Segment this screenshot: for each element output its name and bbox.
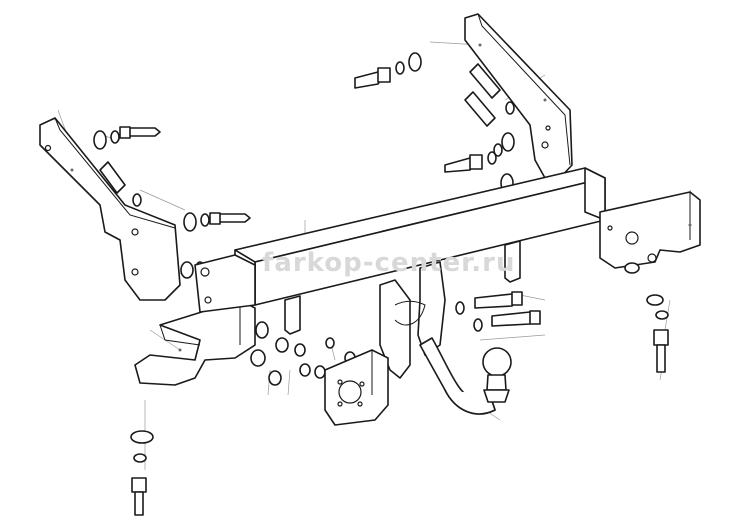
watermark-text: farkop-center.ru [262, 248, 515, 278]
left-side-bracket [39, 117, 181, 301]
right-bracket-fasteners [354, 52, 515, 193]
left-mount-plate [134, 299, 256, 386]
right-side-bracket [464, 13, 573, 179]
socket-plate [324, 349, 389, 426]
left-vertical-bolt-stack [130, 430, 154, 516]
center-fasteners [455, 291, 541, 332]
right-mount-plate [599, 191, 701, 269]
right-plate-fasteners [624, 262, 669, 373]
tow-ball [482, 347, 512, 403]
left-beam-tab [194, 254, 256, 313]
hitch-center-bracket [379, 261, 446, 379]
left-bracket-fasteners [93, 126, 251, 279]
tow-ball-neck [419, 337, 496, 415]
